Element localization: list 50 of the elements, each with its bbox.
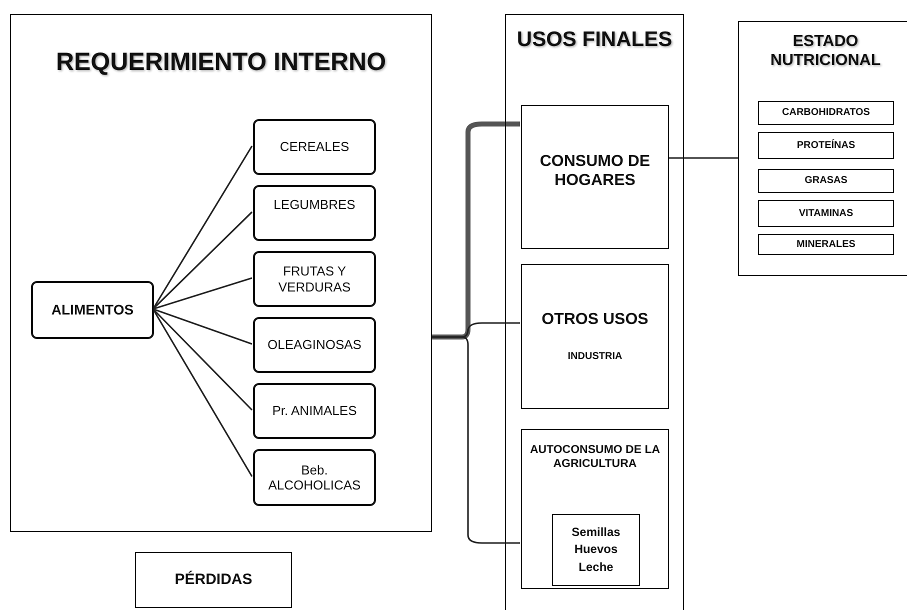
box-label: CARBOHIDRATOS: [781, 107, 871, 119]
box-label: PROTEÍNAS: [796, 140, 856, 152]
food-item-box: [758, 200, 894, 227]
box-label: AUTOCONSUMO DE LA AGRICULTURA: [528, 444, 662, 472]
connector-line: [152, 277, 252, 310]
connector-line: [152, 308, 253, 477]
category-box: [135, 552, 292, 608]
food-item-box: [758, 234, 894, 255]
box-label: FRUTAS Y VERDURAS: [277, 263, 352, 295]
box-label: CONSUMO DE HOGARES: [538, 152, 652, 190]
box-label: PÉRDIDAS: [174, 571, 254, 589]
box-label: GRASAS: [804, 175, 848, 187]
panel-title: ESTADO NUTRICIONAL: [769, 32, 882, 70]
box-label: LEGUMBRES: [272, 197, 356, 213]
panel-title: REQUERIMIENTO INTERNO: [54, 47, 388, 77]
food-item-box: [253, 317, 376, 373]
food-item-box: [253, 383, 376, 439]
food-item-box: [253, 185, 376, 241]
brace-connector: [432, 122, 520, 340]
connector-line: [152, 146, 253, 310]
connector-line: [432, 336, 520, 544]
category-box: [521, 105, 669, 249]
sub-label: INDUSTRIA: [566, 351, 624, 363]
food-item-box: [253, 251, 376, 307]
food-item-box: [253, 449, 376, 506]
box-label: OLEAGINOSAS: [266, 337, 362, 353]
box-label: ALIMENTOS: [50, 302, 135, 318]
group-panel: [10, 14, 432, 532]
connector-line: [668, 157, 738, 159]
box-label: MINERALES: [796, 238, 856, 250]
group-panel: [505, 14, 684, 610]
connector-line: [152, 308, 252, 345]
group-panel: [738, 21, 907, 276]
box-label: VITAMINAS: [798, 208, 854, 220]
box-label: OTROS USOS: [540, 310, 650, 330]
box-label: Semillas Huevos Leche: [570, 524, 622, 576]
food-item-box: [758, 101, 894, 125]
box-label: Beb. ALCOHOLICAS: [267, 462, 362, 494]
item-list-box: [552, 514, 640, 586]
category-box: [521, 429, 669, 589]
food-item-box: [758, 132, 894, 159]
box-label: Pr. ANIMALES: [271, 403, 358, 419]
connector-line: [152, 211, 253, 310]
food-item-box: [253, 119, 376, 175]
food-item-box: [758, 169, 894, 193]
category-box: [521, 264, 669, 409]
category-box: [31, 281, 154, 339]
box-label: CEREALES: [278, 139, 350, 155]
panel-title: USOS FINALES: [516, 27, 674, 52]
connector-line: [152, 308, 253, 411]
